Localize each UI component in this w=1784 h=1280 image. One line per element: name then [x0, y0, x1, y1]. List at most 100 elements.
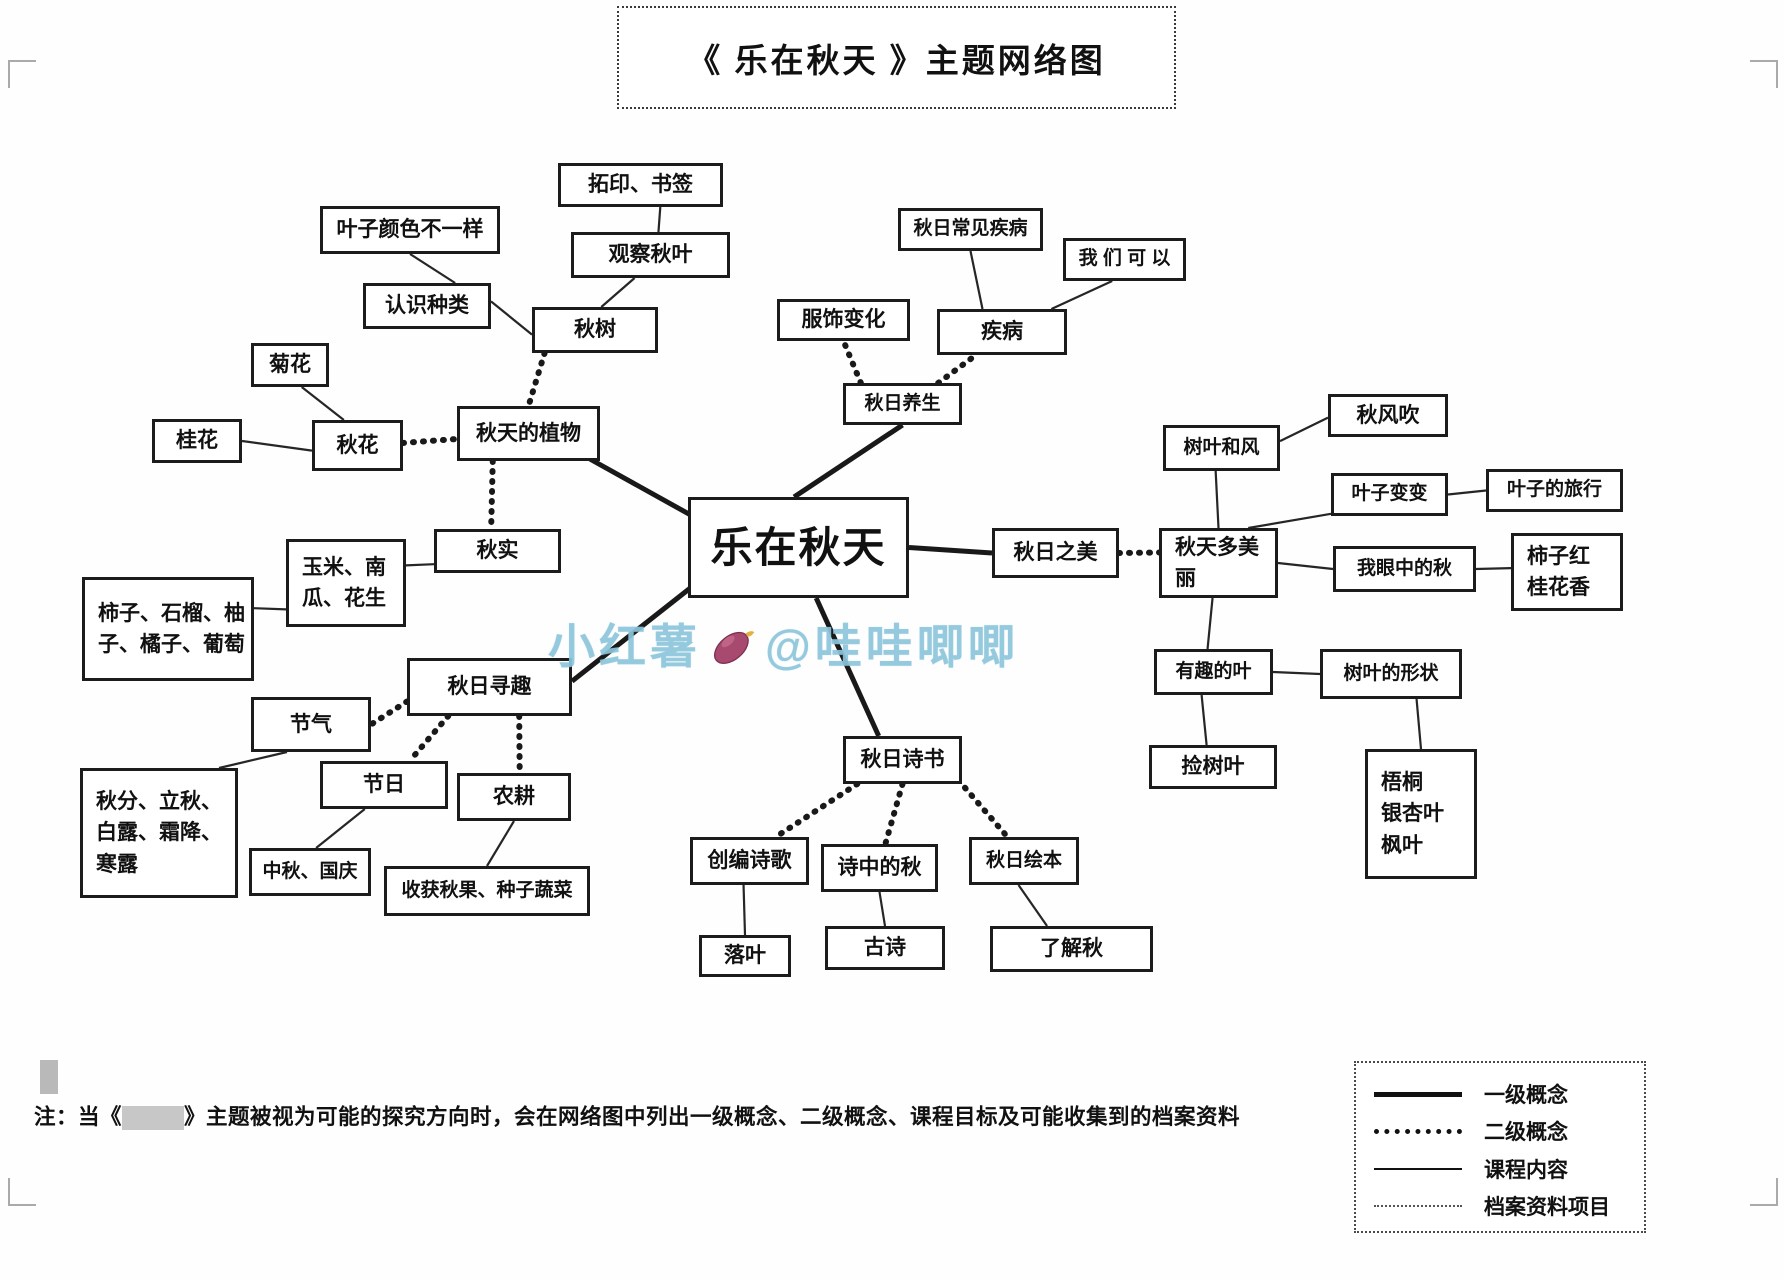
edge-jieri-zhongqiu — [315, 808, 366, 849]
legend-label: 一级概念 — [1484, 1084, 1568, 1107]
edge-qiushu-zhiwu — [525, 350, 548, 409]
node-shishu: 秋日诗书 — [843, 736, 962, 784]
edge-duomeili-yanzhong — [1277, 561, 1334, 571]
edge-duomeili-bianbian — [1248, 512, 1332, 530]
edge-jibing-women — [1050, 280, 1113, 310]
node-guancha: 观察秋叶 — [571, 232, 730, 278]
edge-youqu-jianshuye — [1200, 694, 1208, 746]
legend-label: 二级概念 — [1484, 1121, 1568, 1145]
node-shizihong: 柿子红 桂花香 — [1511, 533, 1623, 611]
node-qiushu: 秋树 — [532, 307, 658, 353]
legend-line-bold-dotted — [1374, 1128, 1462, 1134]
crop-mark-bottom-left — [8, 1178, 36, 1206]
edge-xunqu-jieqi — [368, 698, 410, 728]
footnote-suffix: 》主题被视为可能的探究方向时，会在网络图中列出一级概念、二级概念、课程目标及可能… — [184, 1105, 1241, 1129]
edge-xunqu-jieri — [406, 713, 452, 764]
node-shouhuo: 收获秋果、种子蔬菜 — [384, 866, 590, 916]
node-qiufengchui: 秋风吹 — [1328, 394, 1448, 437]
legend-row-course: 课程内容 — [1374, 1152, 1634, 1186]
edge-xingzhuang-wutong — [1415, 698, 1423, 750]
edge-qiushi-yumi — [405, 563, 435, 567]
node-qiuhua: 秋花 — [312, 420, 403, 471]
node-shizi: 柿子、石榴、柚 子、橘子、葡萄 — [82, 577, 254, 681]
node-yangsheng: 秋日养生 — [843, 383, 962, 425]
edge-jibing-changjian — [969, 250, 984, 310]
node-jibing: 疾病 — [937, 309, 1067, 355]
edge-yumi-shizi — [253, 607, 287, 611]
crop-mark-bottom-right — [1750, 1178, 1778, 1206]
node-qiufen: 秋分、立秋、 白露、霜降、 寒露 — [80, 768, 238, 898]
node-zhongqiu: 中秋、国庆 — [249, 848, 371, 896]
node-zhimei: 秋日之美 — [992, 528, 1119, 578]
diagram-title: 《 乐在秋天 》主题网络图 — [617, 6, 1176, 109]
node-yumi: 玉米、南 瓜、花生 — [286, 539, 406, 627]
edge-shishu-chuangbian — [772, 781, 861, 840]
node-shizhong: 诗中的秋 — [821, 844, 938, 892]
edge-qiuhua-guihua — [241, 439, 313, 452]
edge-qiuhua-juhua — [301, 386, 345, 421]
node-tuoyin: 拓印、书签 — [558, 163, 723, 207]
node-xingzhuang: 树叶的形状 — [1320, 649, 1462, 699]
legend-row-archive: 档案资料项目 — [1374, 1189, 1634, 1223]
node-shuyefeng: 树叶和风 — [1163, 425, 1280, 471]
edge-huiben-liaojie — [1017, 884, 1048, 927]
edge-renshi-qiushu — [490, 300, 533, 336]
node-nonggeng: 农耕 — [457, 773, 571, 821]
edge-zhiwu-qiushi — [488, 458, 496, 532]
node-duomeili: 秋天多美 丽 — [1159, 528, 1278, 598]
edge-shuyefeng-duomeili — [1214, 470, 1220, 529]
margin-shade-artifact — [40, 1060, 58, 1094]
node-yezi_yanse: 叶子颜色不一样 — [320, 206, 500, 254]
footnote-blank-field — [122, 1106, 185, 1131]
edge-duomeili-youqu — [1206, 597, 1214, 650]
node-lvxing: 叶子的旅行 — [1486, 469, 1623, 512]
edge-xunqu-nonggeng — [516, 713, 523, 776]
edge-youqu-xingzhuang — [1272, 670, 1321, 676]
legend-label: 档案资料项目 — [1484, 1195, 1610, 1219]
footnote: 注：当《 》主题被视为可能的探究方向时，会在网络图中列出一级概念、二级概念、课程目… — [34, 1100, 1364, 1131]
edge-guancha-tuoyin — [657, 206, 662, 233]
edge-center-shishu — [813, 596, 881, 738]
node-yanzhong: 我眼中的秋 — [1333, 546, 1476, 592]
edge-shuyefeng-qiufengchui — [1279, 416, 1329, 443]
node-zhiwu: 秋天的植物 — [457, 406, 600, 461]
edge-bianbian-lvxing — [1447, 489, 1487, 496]
edge-qiuhua-zhiwu — [400, 436, 460, 446]
node-fushi: 服饰变化 — [777, 299, 910, 341]
edge-center-xunqu — [570, 580, 699, 684]
legend: 一级概念 二级概念 课程内容 档案资料项目 — [1354, 1061, 1646, 1233]
edge-yangsheng-jibing — [935, 352, 979, 386]
edge-chuangbian-luoye — [742, 884, 747, 936]
node-guihua: 桂花 — [152, 419, 242, 463]
node-center: 乐在秋天 — [688, 497, 909, 598]
edge-center-zhimei — [908, 545, 993, 556]
crop-mark-top-left — [8, 60, 36, 88]
legend-label: 课程内容 — [1484, 1158, 1568, 1182]
edge-qiushu-guancha — [600, 277, 636, 308]
node-xunqu: 秋日寻趣 — [407, 658, 572, 716]
legend-line-thin-dotted — [1374, 1204, 1462, 1207]
footnote-prefix: 注：当《 — [34, 1105, 123, 1129]
node-liaojie: 了解秋 — [990, 926, 1153, 972]
crop-mark-top-right — [1750, 60, 1778, 88]
node-jianshuye: 捡树叶 — [1149, 745, 1277, 789]
edge-shishu-huiben — [955, 777, 1011, 840]
node-qiushi: 秋实 — [434, 529, 561, 573]
edge-jieqi-qiufen — [218, 750, 288, 770]
edge-shishu-shizhong — [882, 781, 906, 847]
edge-shizhong-gushi — [878, 891, 887, 927]
node-gushi: 古诗 — [825, 926, 945, 970]
legend-line-thin-solid — [1374, 1167, 1462, 1170]
edge-center-zhiwu — [587, 456, 696, 520]
node-wutong: 梧桐 银杏叶 枫叶 — [1365, 749, 1477, 879]
legend-row-level1: 一级概念 — [1374, 1077, 1634, 1111]
edge-yanzhong-shizihong — [1475, 567, 1512, 571]
legend-line-bold-solid — [1374, 1091, 1462, 1097]
node-luoye: 落叶 — [699, 935, 791, 977]
diagram-title-text: 《 乐在秋天 》主题网络图 — [687, 43, 1106, 80]
edge-yezi_yanse-renshi — [409, 253, 456, 284]
node-huiben: 秋日绘本 — [969, 837, 1079, 885]
node-changjian: 秋日常见疾病 — [898, 208, 1043, 251]
